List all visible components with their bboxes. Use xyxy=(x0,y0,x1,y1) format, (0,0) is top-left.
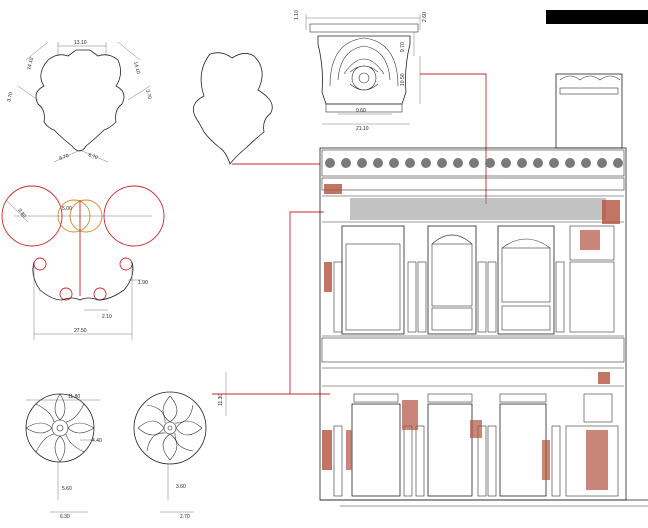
dim-circle-radius: 9.80 xyxy=(16,208,27,220)
dim-cap-base: 21.10 xyxy=(356,126,369,132)
dim-rosette-left-drop: 5.60 xyxy=(62,486,72,492)
dim-rosette-width: 11.80 xyxy=(68,394,80,400)
dim-rosette-right-base: 2.70 xyxy=(180,514,190,520)
rosette-left xyxy=(25,393,100,513)
dim-rosette-left-base: 6.30 xyxy=(60,514,70,520)
rosette-right xyxy=(133,391,207,513)
dim-rosette-right-drop: 3.60 xyxy=(176,484,186,490)
dim-cap-inner: 9.60 xyxy=(356,108,366,114)
dim-bracket-top: 13.10 xyxy=(74,40,87,46)
circle-construction xyxy=(1,185,165,340)
dim-cap-top-small: 1.10 xyxy=(294,10,300,20)
dim-bracket-right-upper: 14.10 xyxy=(132,61,141,75)
dim-bracket-left-side: 3.70 xyxy=(6,91,14,102)
leader-lines xyxy=(212,73,487,395)
dim-bracket-bottom-right: 6.70 xyxy=(87,152,98,161)
dim-small-bottom: 2.10 xyxy=(102,314,112,320)
dim-bracket-bottom-left: 6.70 xyxy=(59,153,70,162)
dim-bracket-right-side: 3.70 xyxy=(144,89,152,100)
dim-cap-side-a: 9.70 xyxy=(400,42,406,52)
bracket-profile-plain xyxy=(192,52,273,165)
dim-bracket-left-upper: 14.10 xyxy=(26,57,35,71)
dim-circle-offset: 5.00 xyxy=(62,206,72,212)
dim-rosette-height: 11.30 xyxy=(218,394,224,406)
capital-ornament-detail xyxy=(305,14,421,125)
dim-cap-top-right: 2.60 xyxy=(422,12,428,22)
dim-rosette-side: 4.40 xyxy=(92,438,102,444)
title-bar xyxy=(546,10,648,24)
dim-small-drop: 1.90 xyxy=(138,280,148,286)
bracket-profile-dimensioned xyxy=(17,41,151,163)
brick-damage xyxy=(322,184,620,490)
dim-overall-width: 27.50 xyxy=(74,328,87,334)
dim-cap-side-b: 10.50 xyxy=(400,73,406,86)
building-facade xyxy=(319,73,648,507)
cornice-ornaments xyxy=(325,158,623,168)
